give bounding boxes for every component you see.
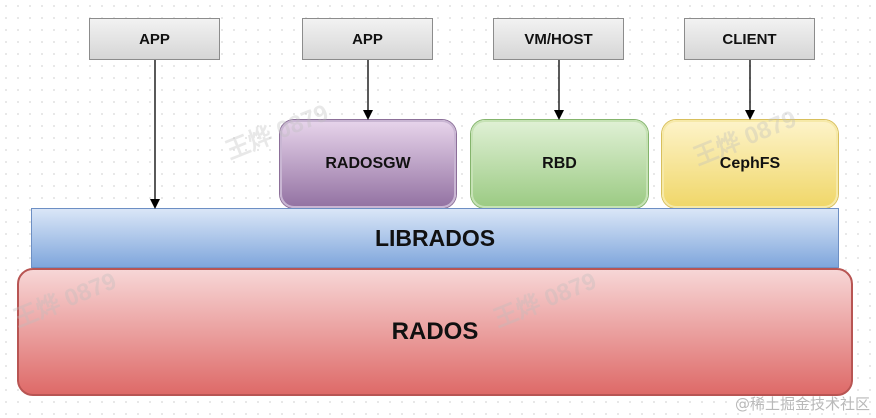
librados-label: LIBRADOS bbox=[374, 224, 496, 251]
client-label: CLIENT bbox=[722, 30, 777, 48]
source-watermark: @稀土掘金技术社区 bbox=[734, 395, 870, 413]
vm-host-box: VM/HOST bbox=[493, 18, 624, 60]
radosgw-label: RADOSGW bbox=[325, 155, 411, 172]
app-box-left-label: APP bbox=[139, 30, 170, 48]
rados-label: RADOS bbox=[391, 318, 479, 345]
radosgw-box: RADOSGW bbox=[280, 120, 456, 208]
rados-layer: RADOS bbox=[17, 268, 853, 396]
client-box: CLIENT bbox=[684, 18, 815, 60]
app-box-right: APP bbox=[302, 18, 433, 60]
cephfs-label: CephFS bbox=[719, 155, 781, 172]
rbd-box: RBD bbox=[471, 120, 648, 208]
cephfs-box: CephFS bbox=[662, 120, 838, 208]
app-box-left: APP bbox=[89, 18, 220, 60]
vm-host-label: VM/HOST bbox=[524, 30, 593, 48]
app-box-right-label: APP bbox=[352, 30, 383, 48]
librados-layer: LIBRADOS bbox=[31, 208, 839, 268]
rbd-label: RBD bbox=[542, 155, 577, 172]
